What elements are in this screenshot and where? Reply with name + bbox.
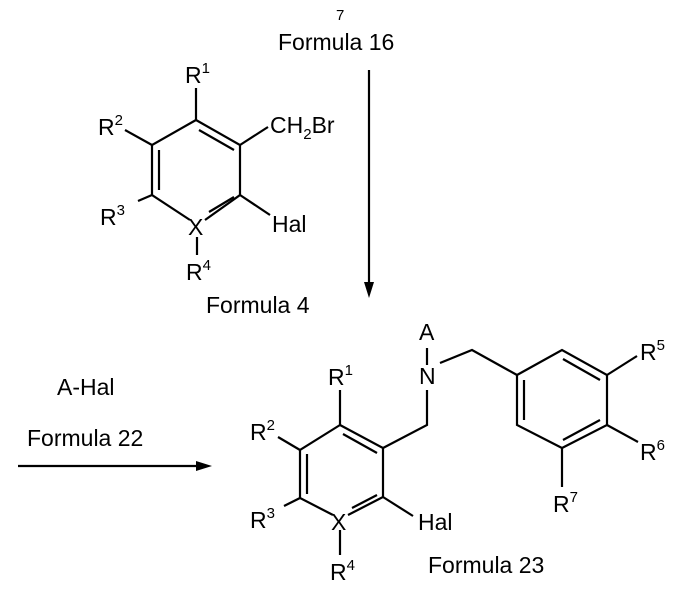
formula-22-label: Formula 22 [27, 425, 143, 451]
formula-4-label: Formula 4 [206, 292, 310, 318]
r7-label: R7 [553, 489, 578, 517]
vertical-arrow [364, 70, 374, 298]
product-r1-label: R1 [328, 362, 353, 390]
r1-label: R1 [185, 60, 210, 88]
r2-label: R2 [98, 112, 123, 140]
hal-label: Hal [272, 211, 307, 237]
product-x-label: X [331, 509, 346, 535]
r3-label: R3 [100, 202, 125, 230]
horizontal-arrow [18, 461, 212, 471]
x-label: X [188, 214, 203, 240]
product-r3-label: R3 [250, 505, 275, 533]
ch2br-label: CH2Br [270, 112, 335, 143]
formula-16-label: Formula 16 [278, 29, 394, 55]
r4-label: R4 [186, 257, 211, 285]
nitrogen-label: N [419, 363, 436, 389]
r6-label: R6 [640, 437, 665, 465]
a-hal-label: A-Hal [57, 374, 115, 400]
formula-16-mark: 7 [336, 7, 344, 24]
r5-label: R5 [640, 337, 665, 365]
product-r2-label: R2 [250, 417, 275, 445]
product-hal-label: Hal [418, 509, 453, 535]
formula-23-label: Formula 23 [428, 552, 544, 578]
product-r4-label: R4 [330, 557, 355, 585]
a-group-label: A [419, 319, 435, 345]
